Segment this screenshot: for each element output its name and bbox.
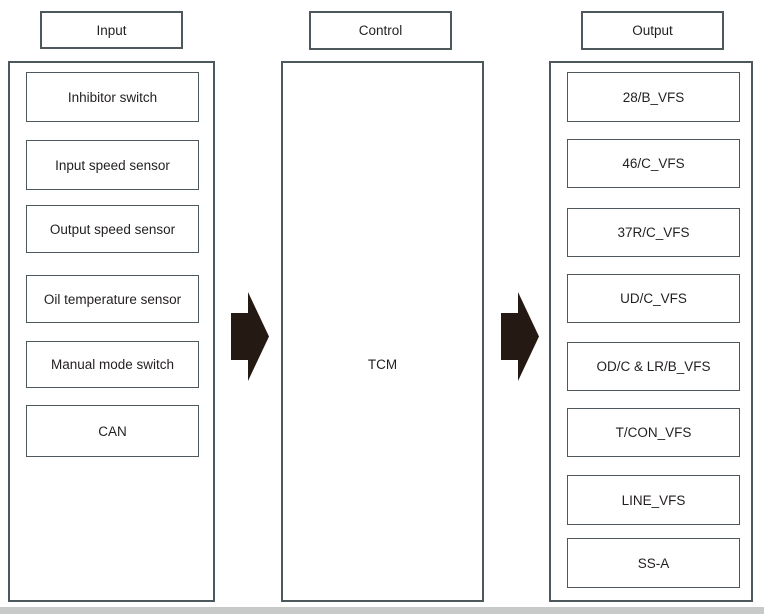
output-box-odc-lrb-vfs: OD/C & LR/B_VFS [567, 342, 740, 391]
input-box-can: CAN [26, 405, 199, 457]
control-column-header: Control [309, 11, 452, 50]
input-box-manual-mode-switch: Manual mode switch [26, 341, 199, 388]
output-box-udc-vfs: UD/C_VFS [567, 274, 740, 323]
output-column-header: Output [581, 11, 724, 50]
output-box-tcon-vfs: T/CON_VFS [567, 408, 740, 457]
flow-arrow-control-to-output-icon [501, 292, 539, 381]
block-arrow-right-shape [231, 292, 269, 381]
output-box-37rc-vfs: 37R/C_VFS [567, 208, 740, 257]
output-box-line-vfs: LINE_VFS [567, 475, 740, 525]
output-box-ss-a: SS-A [567, 538, 740, 588]
control-group-box [281, 61, 484, 602]
input-box-oil-temperature-sensor: Oil temperature sensor [26, 275, 199, 323]
control-unit-label: TCM [367, 357, 398, 372]
input-box-input-speed-sensor: Input speed sensor [26, 140, 199, 190]
output-box-46c-vfs: 46/C_VFS [567, 139, 740, 188]
input-box-inhibitor-switch: Inhibitor switch [26, 72, 199, 122]
output-box-28b-vfs: 28/B_VFS [567, 72, 740, 122]
input-box-output-speed-sensor: Output speed sensor [26, 205, 199, 253]
flow-arrow-input-to-control-icon [231, 292, 269, 381]
block-arrow-right-shape [501, 292, 539, 381]
input-column-header: Input [40, 11, 183, 49]
bottom-edge-strip [0, 607, 764, 614]
